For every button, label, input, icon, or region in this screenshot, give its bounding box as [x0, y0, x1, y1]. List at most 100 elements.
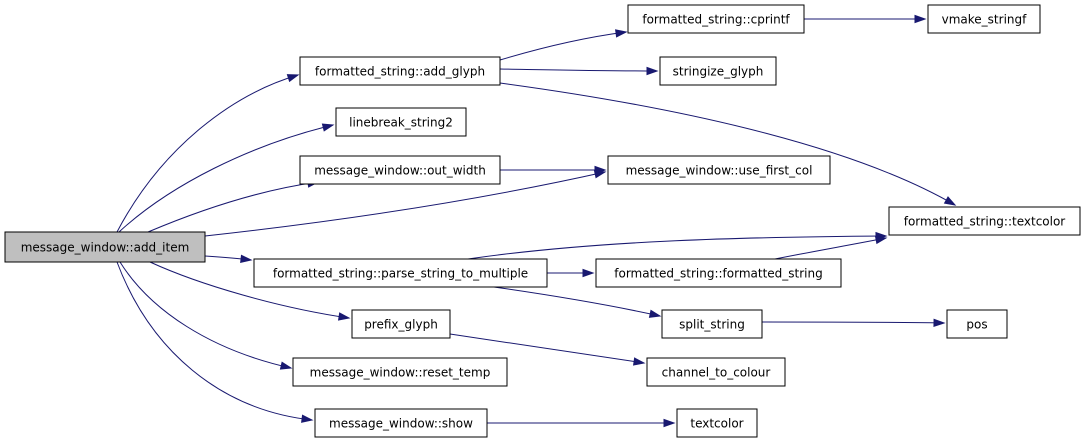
node-label: message_window::reset_temp — [310, 366, 491, 380]
edge-line — [116, 74, 299, 233]
edge-arrowhead — [337, 312, 351, 321]
node-label: stringize_glyph — [673, 65, 764, 79]
node-box — [4, 231, 206, 263]
node-box — [661, 309, 763, 339]
node-label: pos — [966, 318, 987, 332]
edge-split-to-pos — [761, 318, 946, 328]
edge-parse-to-split — [493, 286, 662, 318]
node-box — [595, 258, 842, 288]
node-textcolor-plain[interactable]: textcolor — [676, 408, 758, 438]
edge-add_item-to-add_glyph — [116, 74, 300, 233]
node-box — [627, 4, 805, 34]
edge-add_item-to-out_width — [147, 179, 320, 233]
node-label: prefix_glyph — [364, 318, 438, 332]
node-label: channel_to_colour — [662, 366, 771, 380]
node-box — [927, 4, 1041, 34]
edge-parse-to-fs_textcolor — [467, 231, 888, 260]
edge-add_item-to-show — [116, 261, 314, 423]
node-pos[interactable]: pos — [946, 309, 1008, 339]
edge-arrowhead — [594, 165, 607, 175]
edge-add_item-to-parse — [204, 254, 253, 263]
edge-add_glyph-to-stringize — [499, 66, 659, 76]
node-cprintf[interactable]: formatted_string::cprintf — [627, 4, 805, 34]
node-reset-temp[interactable]: message_window::reset_temp — [292, 357, 508, 387]
node-linebreak[interactable]: linebreak_string2 — [335, 107, 467, 137]
node-box — [292, 357, 508, 387]
node-use-first-col[interactable]: message_window::use_first_col — [607, 155, 831, 185]
node-fs-ctor[interactable]: formatted_string::formatted_string — [595, 258, 842, 288]
edge-arrowhead — [286, 74, 300, 83]
edge-arrowhead — [615, 29, 628, 38]
edge-arrowhead — [874, 235, 888, 245]
edge-arrowhead — [646, 66, 659, 76]
edge-arrowhead — [914, 14, 927, 24]
node-box — [253, 258, 548, 288]
node-box — [888, 206, 1081, 236]
edge-add_glyph-to-fs_textcolor — [499, 82, 957, 206]
node-box — [351, 309, 451, 339]
node-split[interactable]: split_string — [661, 309, 763, 339]
edge-line — [499, 82, 956, 206]
node-channel[interactable]: channel_to_colour — [646, 357, 786, 387]
edges-layer — [116, 14, 957, 428]
edge-arrowhead — [321, 123, 335, 132]
edge-parse-to-fs_ctor — [547, 268, 595, 278]
edge-line — [119, 261, 292, 369]
edge-fs_ctor-to-fs_textcolor — [774, 235, 888, 260]
node-add-glyph[interactable]: formatted_string::add_glyph — [299, 56, 501, 86]
node-prefix[interactable]: prefix_glyph — [351, 309, 451, 339]
node-box — [676, 408, 758, 438]
node-box — [335, 107, 467, 137]
node-box — [659, 56, 777, 86]
edge-add_glyph-to-cprintf — [499, 29, 628, 61]
edge-add_item-to-reset_temp — [119, 261, 293, 370]
node-label: formatted_string::cprintf — [642, 13, 790, 27]
node-box — [314, 408, 488, 438]
node-vmake[interactable]: vmake_stringf — [927, 4, 1041, 34]
node-label: message_window::show — [329, 417, 473, 431]
node-add-item[interactable]: message_window::add_item — [4, 231, 206, 263]
edge-out_width-to-use_first_col — [500, 165, 607, 175]
node-box — [646, 357, 786, 387]
node-label: vmake_stringf — [942, 13, 1027, 27]
edge-line — [774, 237, 887, 260]
edge-line — [467, 235, 887, 260]
edge-line — [499, 68, 658, 72]
edge-arrowhead — [663, 418, 676, 428]
edge-arrowhead — [632, 357, 646, 366]
edge-line — [449, 333, 645, 364]
edge-arrowhead — [301, 414, 314, 423]
node-label: formatted_string::textcolor — [904, 215, 1066, 229]
node-show[interactable]: message_window::show — [314, 408, 488, 438]
node-label: formatted_string::parse_string_to_multip… — [273, 267, 528, 281]
node-label: linebreak_string2 — [349, 116, 453, 130]
edge-arrowhead — [279, 361, 293, 370]
node-label: textcolor — [690, 417, 743, 431]
node-stringize[interactable]: stringize_glyph — [659, 56, 777, 86]
node-label: formatted_string::formatted_string — [614, 267, 822, 281]
node-box — [299, 155, 501, 185]
edge-prefix-to-channel — [449, 333, 646, 366]
edge-show-to-textcolor_plain — [487, 418, 676, 428]
edge-arrowhead — [240, 254, 253, 263]
edge-line — [149, 261, 350, 319]
node-label: split_string — [679, 318, 745, 332]
node-label: message_window::use_first_col — [626, 164, 813, 178]
node-label: message_window::out_width — [314, 164, 486, 178]
edge-add_item-to-linebreak — [118, 123, 335, 233]
edge-cprintf-to-vmake — [804, 14, 927, 24]
node-fs-textcolor[interactable]: formatted_string::textcolor — [888, 206, 1081, 236]
node-box — [299, 56, 501, 86]
node-parse[interactable]: formatted_string::parse_string_to_multip… — [253, 258, 548, 288]
edge-line — [147, 181, 319, 233]
node-out-width[interactable]: message_window::out_width — [299, 155, 501, 185]
edge-line — [118, 124, 334, 233]
edge-line — [761, 321, 945, 324]
edge-line — [493, 286, 661, 317]
edge-arrowhead — [582, 268, 595, 278]
edge-add_item-to-prefix — [149, 261, 351, 321]
edge-line — [204, 171, 606, 237]
edge-line — [499, 31, 627, 61]
